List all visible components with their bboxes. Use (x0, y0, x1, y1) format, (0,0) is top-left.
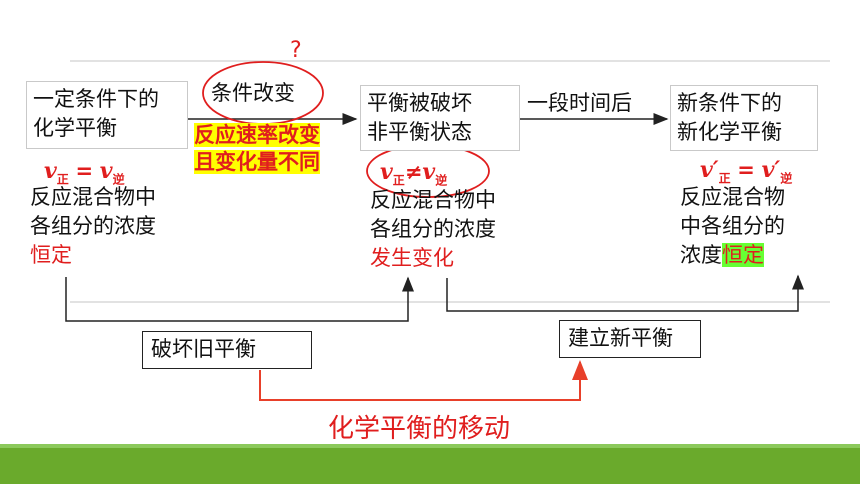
rate-change-line-2: 且变化量不同 (194, 150, 320, 174)
eq-mid-sub-fwd: 正 (392, 173, 405, 188)
box-initial-line-1: 一定条件下的 (33, 87, 159, 111)
equation-middle: v正≠v逆 (380, 157, 447, 195)
rate-change-line-1: 反应速率改变 (194, 123, 320, 147)
eq-right-sub-fwd: 正 (718, 171, 731, 186)
eq-left-v2: v (99, 158, 113, 184)
label-equilibrium-shift: 化学平衡的移动 (328, 414, 511, 444)
equation-right: v′正 = v′逆 (700, 155, 792, 193)
desc-right-status: 恒定 (722, 243, 764, 267)
red-shift-arrow (259, 360, 588, 401)
bracket-middle-to-right (446, 274, 804, 312)
box-broken-line-2: 非平衡状态 (367, 120, 472, 144)
box-break-old: 破坏旧平衡 (142, 331, 312, 369)
desc-left: 反应混合物中 各组分的浓度 恒定 (30, 183, 156, 270)
box-initial-line-2: 化学平衡 (33, 116, 117, 140)
bracket-left-to-middle (65, 276, 414, 322)
question-mark: ? (290, 38, 302, 63)
footer-accent-line (0, 444, 860, 448)
box-initial-equilibrium: 一定条件下的 化学平衡 (26, 81, 188, 149)
eq-left-v1: v (44, 158, 57, 184)
box-broken-line-1: 平衡被破坏 (367, 91, 472, 115)
desc-right-line-1: 反应混合物 (680, 185, 785, 209)
desc-left-line-2: 各组分的浓度 (30, 214, 156, 238)
eq-left-sub-fwd: 正 (56, 172, 69, 187)
desc-right-line-2: 中各组分的 (680, 214, 785, 238)
desc-middle-line-2: 各组分的浓度 (370, 217, 496, 241)
desc-left-status: 恒定 (30, 243, 72, 267)
desc-left-line-1: 反应混合物中 (30, 185, 156, 209)
box-build-new: 建立新平衡 (559, 320, 701, 358)
footer-bar (0, 448, 860, 484)
eq-mid-v1: v (380, 159, 393, 185)
eq-right-v2: v′ (761, 157, 781, 183)
label-condition-change: 条件改变 (211, 81, 295, 105)
desc-middle: 反应混合物中 各组分的浓度 发生变化 (370, 186, 496, 273)
eq-mid-v2: v (422, 159, 436, 185)
desc-right-line-3: 浓度 (680, 243, 722, 267)
box-broken-equilibrium: 平衡被破坏 非平衡状态 (360, 85, 520, 151)
box-new-equilibrium: 新条件下的 新化学平衡 (670, 85, 818, 151)
desc-right: 反应混合物 中各组分的 浓度恒定 (680, 183, 785, 270)
label-rate-change: 反应速率改变 且变化量不同 (194, 122, 320, 176)
eq-right-sub-rev: 逆 (780, 171, 793, 186)
desc-middle-line-1: 反应混合物中 (370, 188, 496, 212)
eq-right-op: = (737, 158, 755, 182)
box-new-line-1: 新条件下的 (677, 91, 782, 115)
box-new-line-2: 新化学平衡 (677, 120, 782, 144)
desc-middle-status: 发生变化 (370, 246, 454, 270)
eq-right-v1: v′ (700, 157, 719, 183)
eq-left-op: = (75, 159, 94, 183)
eq-mid-sub-rev: 逆 (435, 173, 448, 188)
eq-left-sub-rev: 逆 (112, 172, 125, 187)
eq-mid-op: ≠ (404, 160, 423, 184)
equation-left: v正 = v逆 (44, 156, 125, 194)
label-time-later: 一段时间后 (527, 91, 632, 115)
